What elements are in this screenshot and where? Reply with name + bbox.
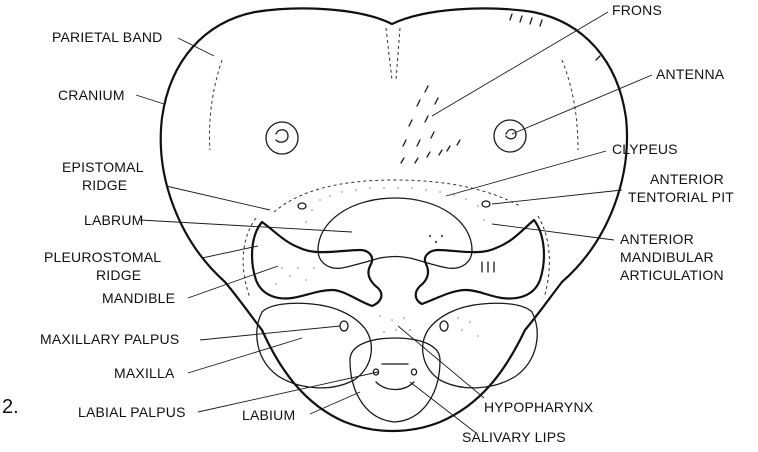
- label-anterior-mandibular-articulation-line2: MANDIBULAR: [620, 249, 714, 265]
- label-anterior-mandibular-articulation-line3: ARTICULATION: [620, 267, 724, 283]
- label-salivary-lips: SALIVARY LIPS: [462, 429, 566, 445]
- label-maxillary-palpus: MAXILLARY PALPUS: [40, 331, 179, 347]
- label-hypopharynx: HYPOPHARYNX: [484, 399, 594, 415]
- frons-hairs: [401, 14, 600, 163]
- label-pleurostomal-ridge-line1: PLEUROSTOMAL: [44, 249, 161, 265]
- label-anterior-tentorial-pit-line2: TENTORIAL PIT: [628, 189, 734, 205]
- leader-lines: [136, 12, 652, 433]
- label-pleurostomal-ridge-line2: RIDGE: [96, 267, 141, 283]
- parietal-band-lines: [210, 60, 579, 150]
- label-antenna: ANTENNA: [656, 66, 725, 82]
- label-anterior-tentorial-pit-line1: ANTERIOR: [650, 171, 724, 187]
- tentorial-pits: [298, 201, 490, 209]
- antenna-left: [266, 122, 298, 154]
- mandible-right: [416, 220, 544, 304]
- label-parietal-band: PARIETAL BAND: [52, 29, 162, 45]
- frontal-suture: [386, 28, 400, 80]
- label-labial-palpus: LABIAL PALPUS: [78, 404, 186, 420]
- cranium-outline: [161, 8, 627, 431]
- label-maxilla: MAXILLA: [114, 365, 175, 381]
- labrum-shape: [318, 198, 472, 268]
- label-epistomal-ridge-line1: EPISTOMAL: [62, 159, 144, 175]
- label-anterior-mandibular-articulation-line1: ANTERIOR: [620, 231, 694, 247]
- label-epistomal-ridge-line2: RIDGE: [82, 177, 127, 193]
- label-cranium: CRANIUM: [58, 87, 125, 103]
- figure-number: 2.: [2, 396, 19, 418]
- mandible-left: [252, 222, 381, 306]
- labels: PARIETAL BAND FRONS CRANIUM ANTENNA EPIS…: [2, 2, 734, 445]
- labium-shape: [350, 338, 440, 422]
- label-labium: LABIUM: [242, 407, 295, 423]
- label-frons: FRONS: [612, 2, 662, 18]
- label-labrum: LABRUM: [84, 212, 144, 228]
- label-mandible: MANDIBLE: [102, 290, 175, 306]
- antenna-right: [494, 120, 526, 152]
- hypopharynx-area: [379, 315, 411, 333]
- label-clypeus: CLYPEUS: [612, 141, 678, 157]
- maxilla-right: [423, 303, 538, 388]
- maxilla-left: [257, 303, 372, 388]
